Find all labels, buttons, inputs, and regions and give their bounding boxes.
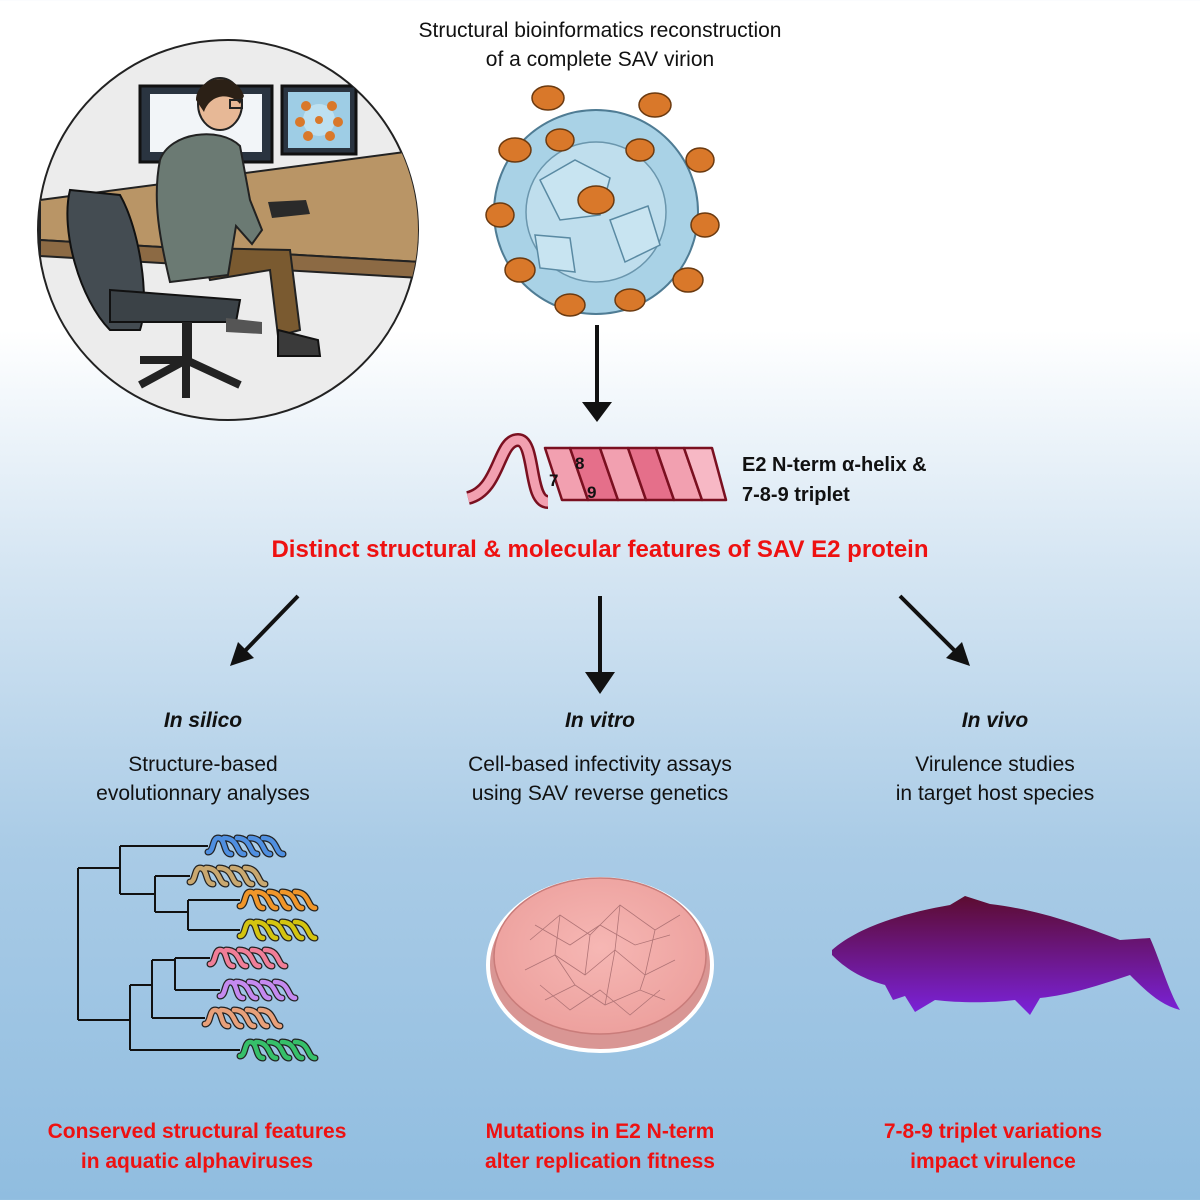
- col-in-silico-result-line-2: in aquatic alphaviruses: [80, 1150, 314, 1173]
- office-chair: [66, 188, 242, 398]
- helix-label-line-1: E2 N-term α-helix &: [742, 454, 927, 476]
- page-title: Structural bioinformatics reconstruction…: [350, 16, 850, 74]
- tree-helix-6: [216, 978, 299, 1002]
- helix-digit-9: 9: [587, 483, 597, 502]
- tree-helix-5: [206, 946, 289, 970]
- col-in-silico-result: Conserved structural features in aquatic…: [0, 1117, 407, 1177]
- helix-label: E2 N-term α-helix & 7-8-9 triplet: [742, 450, 982, 510]
- col-in-vitro-desc-line-2: using SAV reverse genetics: [471, 782, 729, 805]
- col-in-vivo-result-line-2: impact virulence: [910, 1150, 1076, 1173]
- col-in-vivo-desc: Virulence studies in target host species: [805, 750, 1185, 808]
- researcher-illustration: [37, 39, 419, 421]
- virion-spikes: [485, 85, 720, 317]
- arrow-to-in-vivo: [898, 594, 962, 658]
- col-in-vitro-result: Mutations in E2 N-term alter replication…: [390, 1117, 810, 1177]
- col-in-silico-desc: Structure-based evolutionnary analyses: [13, 750, 393, 808]
- tree-helix-3: [236, 888, 319, 912]
- col-in-silico-desc-line-2: evolutionnary analyses: [96, 782, 310, 805]
- col-in-vivo-result: 7-8-9 triplet variations impact virulenc…: [783, 1117, 1200, 1177]
- helix-label-line-2: 7-8-9 triplet: [742, 484, 850, 506]
- sav-virion-illustration: [485, 85, 720, 317]
- tree-helix-2: [186, 864, 269, 888]
- tree-helix-7: [201, 1006, 284, 1030]
- helix-digit-8: 8: [575, 454, 585, 473]
- helix-digit-7: 7: [549, 471, 559, 490]
- researcher-person: [155, 77, 322, 357]
- e2-helix-ribbon: [465, 433, 728, 509]
- col-in-vivo-desc-line-1: Virulence studies: [915, 753, 1075, 776]
- arrow-to-in-silico: [238, 594, 300, 658]
- col-in-vivo-title: In vivo: [961, 709, 1029, 732]
- col-in-vitro-result-line-2: alter replication fitness: [485, 1150, 715, 1173]
- tree-helix-1: [204, 834, 287, 858]
- col-in-silico-desc-line-1: Structure-based: [128, 753, 278, 776]
- col-in-vitro-title: In vitro: [564, 709, 635, 732]
- col-in-vitro-desc: Cell-based infectivity assays using SAV …: [410, 750, 790, 808]
- arrows: [230, 325, 970, 694]
- tree-helix-4: [236, 918, 319, 942]
- title-line-1: Structural bioinformatics reconstruction: [418, 19, 782, 42]
- trout-silhouette: [832, 896, 1180, 1015]
- tree-helix-8: [236, 1038, 319, 1062]
- title-line-2: of a complete SAV virion: [485, 48, 715, 71]
- col-in-silico-title: In silico: [163, 709, 243, 732]
- tree-helices: [186, 834, 319, 1062]
- headline: Distinct structural & molecular features…: [271, 536, 929, 563]
- phylogenetic-tree: [77, 845, 240, 1051]
- col-in-silico-result-line-1: Conserved structural features: [47, 1120, 347, 1143]
- col-in-vivo-desc-line-2: in target host species: [895, 782, 1095, 805]
- monitor-right: [280, 84, 358, 156]
- col-in-vitro-result-line-1: Mutations in E2 N-term: [485, 1120, 715, 1143]
- col-in-vivo-result-line-1: 7-8-9 triplet variations: [883, 1120, 1103, 1143]
- cell-network: [524, 904, 681, 1016]
- col-in-vitro-desc-line-1: Cell-based infectivity assays: [468, 753, 732, 776]
- petri-dish-illustration: [486, 877, 714, 1053]
